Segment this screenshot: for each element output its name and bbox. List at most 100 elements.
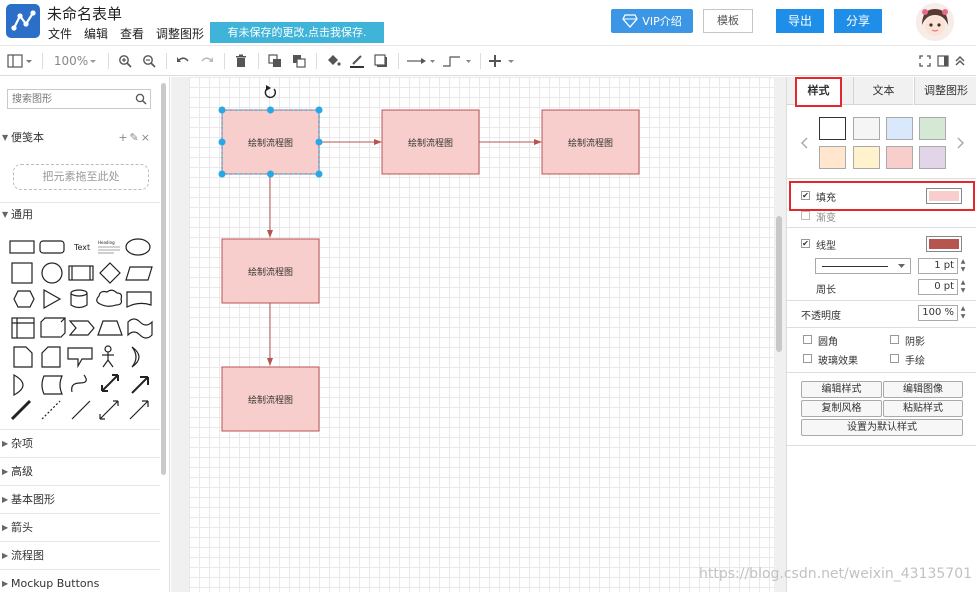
shape-data-storage[interactable] (41, 375, 63, 395)
zoom-select[interactable]: 100% (52, 52, 100, 70)
resize-handle[interactable] (315, 106, 323, 114)
edit-style-button[interactable]: 编辑样式 (801, 381, 882, 398)
shape-directional-connector[interactable] (129, 400, 149, 420)
resize-handle[interactable] (218, 170, 226, 178)
document-title[interactable]: 未命名表单 (47, 5, 123, 23)
sidebar-scrollbar[interactable] (161, 83, 166, 475)
section-general[interactable]: ▼ 通用 (0, 205, 160, 225)
menu-arrange[interactable]: 调整图形 (156, 27, 205, 41)
shape-tape[interactable] (127, 318, 153, 339)
share-button[interactable]: 分享 (834, 9, 882, 33)
shape-or[interactable] (131, 346, 140, 368)
resize-handle[interactable] (218, 106, 226, 114)
rotate-handle-icon[interactable] (264, 85, 277, 99)
menu-file[interactable]: 文件 (48, 27, 73, 41)
flow-node[interactable]: 绘制流程图 (541, 109, 640, 175)
zoom-out-button[interactable] (140, 52, 158, 70)
unsaved-changes-banner[interactable]: 有未保存的更改,点击我保存. (210, 22, 384, 43)
collapse-toolbar-button[interactable] (953, 52, 967, 70)
shape-search[interactable] (7, 89, 151, 109)
redo-button[interactable] (198, 52, 216, 70)
shape-curve[interactable] (71, 374, 87, 393)
chevron-left-icon[interactable] (801, 137, 809, 149)
shape-rectangle[interactable] (9, 240, 35, 254)
style-swatch[interactable] (853, 117, 880, 140)
style-swatch[interactable] (853, 146, 880, 169)
section-flowchart[interactable]: ▶流程图 (0, 546, 160, 566)
opacity-stepper[interactable]: ▲▼ (960, 305, 966, 320)
shape-thick-line[interactable] (10, 399, 32, 421)
set-default-style-button[interactable]: 设置为默认样式 (801, 419, 963, 436)
edit-image-button[interactable]: 编辑图像 (883, 381, 963, 398)
line-width-input[interactable]: 1 pt (918, 258, 958, 274)
menu-edit[interactable]: 编辑 (84, 27, 109, 41)
shape-bidirectional-connector[interactable] (99, 400, 119, 420)
selection-frame[interactable] (218, 106, 323, 178)
resize-handle[interactable] (218, 138, 226, 146)
section-mockup-buttons[interactable]: ▶Mockup Buttons (0, 574, 160, 592)
shape-note[interactable] (13, 346, 33, 368)
flow-node[interactable]: 绘制流程图 (381, 109, 480, 175)
style-swatch[interactable] (886, 117, 913, 140)
shape-rounded-rectangle[interactable] (39, 240, 65, 254)
zoom-in-button[interactable] (116, 52, 134, 70)
style-swatch[interactable] (919, 117, 946, 140)
shape-process[interactable] (68, 265, 94, 281)
section-basic[interactable]: ▶基本图形 (0, 490, 160, 510)
format-panel-toggle[interactable] (6, 52, 36, 70)
shape-square[interactable] (11, 262, 33, 284)
opacity-input[interactable]: 100 % (918, 305, 958, 321)
copy-style-button[interactable]: 复制风格 (801, 400, 882, 417)
search-icon[interactable] (135, 93, 147, 105)
to-back-button[interactable] (290, 52, 308, 70)
canvas-scrollbar[interactable] (776, 216, 782, 352)
shape-bidirectional-arrow[interactable] (101, 374, 119, 392)
shape-delay[interactable] (13, 373, 24, 397)
shape-diamond[interactable] (99, 262, 121, 284)
user-avatar[interactable] (916, 3, 954, 41)
resize-handle[interactable] (315, 170, 323, 178)
scratchpad-drop-zone[interactable]: 把元素拖至此处 (13, 164, 149, 190)
fill-color-button[interactable] (926, 188, 962, 204)
shape-step[interactable] (68, 320, 95, 336)
section-advanced[interactable]: ▶高级 (0, 462, 160, 482)
resize-handle[interactable] (267, 106, 274, 114)
connection-style-select[interactable] (406, 52, 436, 70)
shape-parallelogram[interactable] (125, 266, 153, 281)
shape-ellipse[interactable] (125, 238, 151, 256)
waypoint-style-select[interactable] (442, 52, 472, 70)
shape-document[interactable] (126, 291, 152, 308)
shadow-checkbox[interactable] (890, 335, 899, 344)
fill-checkbox[interactable]: ✔ (801, 191, 810, 200)
rounded-checkbox[interactable] (803, 335, 812, 344)
shape-cube[interactable] (40, 317, 66, 338)
shape-trapezoid[interactable] (97, 320, 123, 336)
shape-actor[interactable] (102, 345, 114, 368)
flow-node[interactable]: 绘制流程图 (221, 366, 320, 432)
line-width-stepper[interactable]: ▲▼ (960, 258, 966, 273)
diagram-canvas[interactable]: 绘制流程图 绘制流程图 绘制流程图 绘制流程图 绘制流程图 (171, 77, 786, 592)
app-logo[interactable] (6, 4, 40, 38)
vip-button[interactable]: VIP介绍 (611, 9, 693, 33)
shape-circle[interactable] (41, 262, 63, 284)
menu-view[interactable]: 查看 (120, 27, 145, 41)
shape-text[interactable]: Text (73, 243, 90, 252)
line-checkbox[interactable]: ✔ (801, 239, 810, 248)
section-notebook[interactable]: ▼ 便笺本 +✎× (0, 128, 160, 148)
style-swatch[interactable] (819, 117, 846, 140)
line-color-button[interactable] (926, 236, 962, 252)
to-front-button[interactable] (266, 52, 284, 70)
shape-callout[interactable] (67, 347, 93, 369)
paste-style-button[interactable]: 粘贴样式 (883, 400, 963, 417)
chevron-right-icon[interactable] (956, 137, 964, 149)
line-color-button[interactable] (348, 52, 366, 70)
fill-color-button[interactable] (324, 52, 342, 70)
tab-arrange[interactable]: 调整图形 (914, 77, 976, 105)
sketch-checkbox[interactable] (890, 354, 899, 363)
shape-cylinder[interactable] (70, 289, 88, 309)
shape-card[interactable] (41, 346, 61, 368)
section-misc[interactable]: ▶杂项 (0, 434, 160, 454)
shape-search-input[interactable] (12, 92, 132, 106)
section-arrows[interactable]: ▶箭头 (0, 518, 160, 538)
shape-triangle[interactable] (43, 288, 62, 310)
